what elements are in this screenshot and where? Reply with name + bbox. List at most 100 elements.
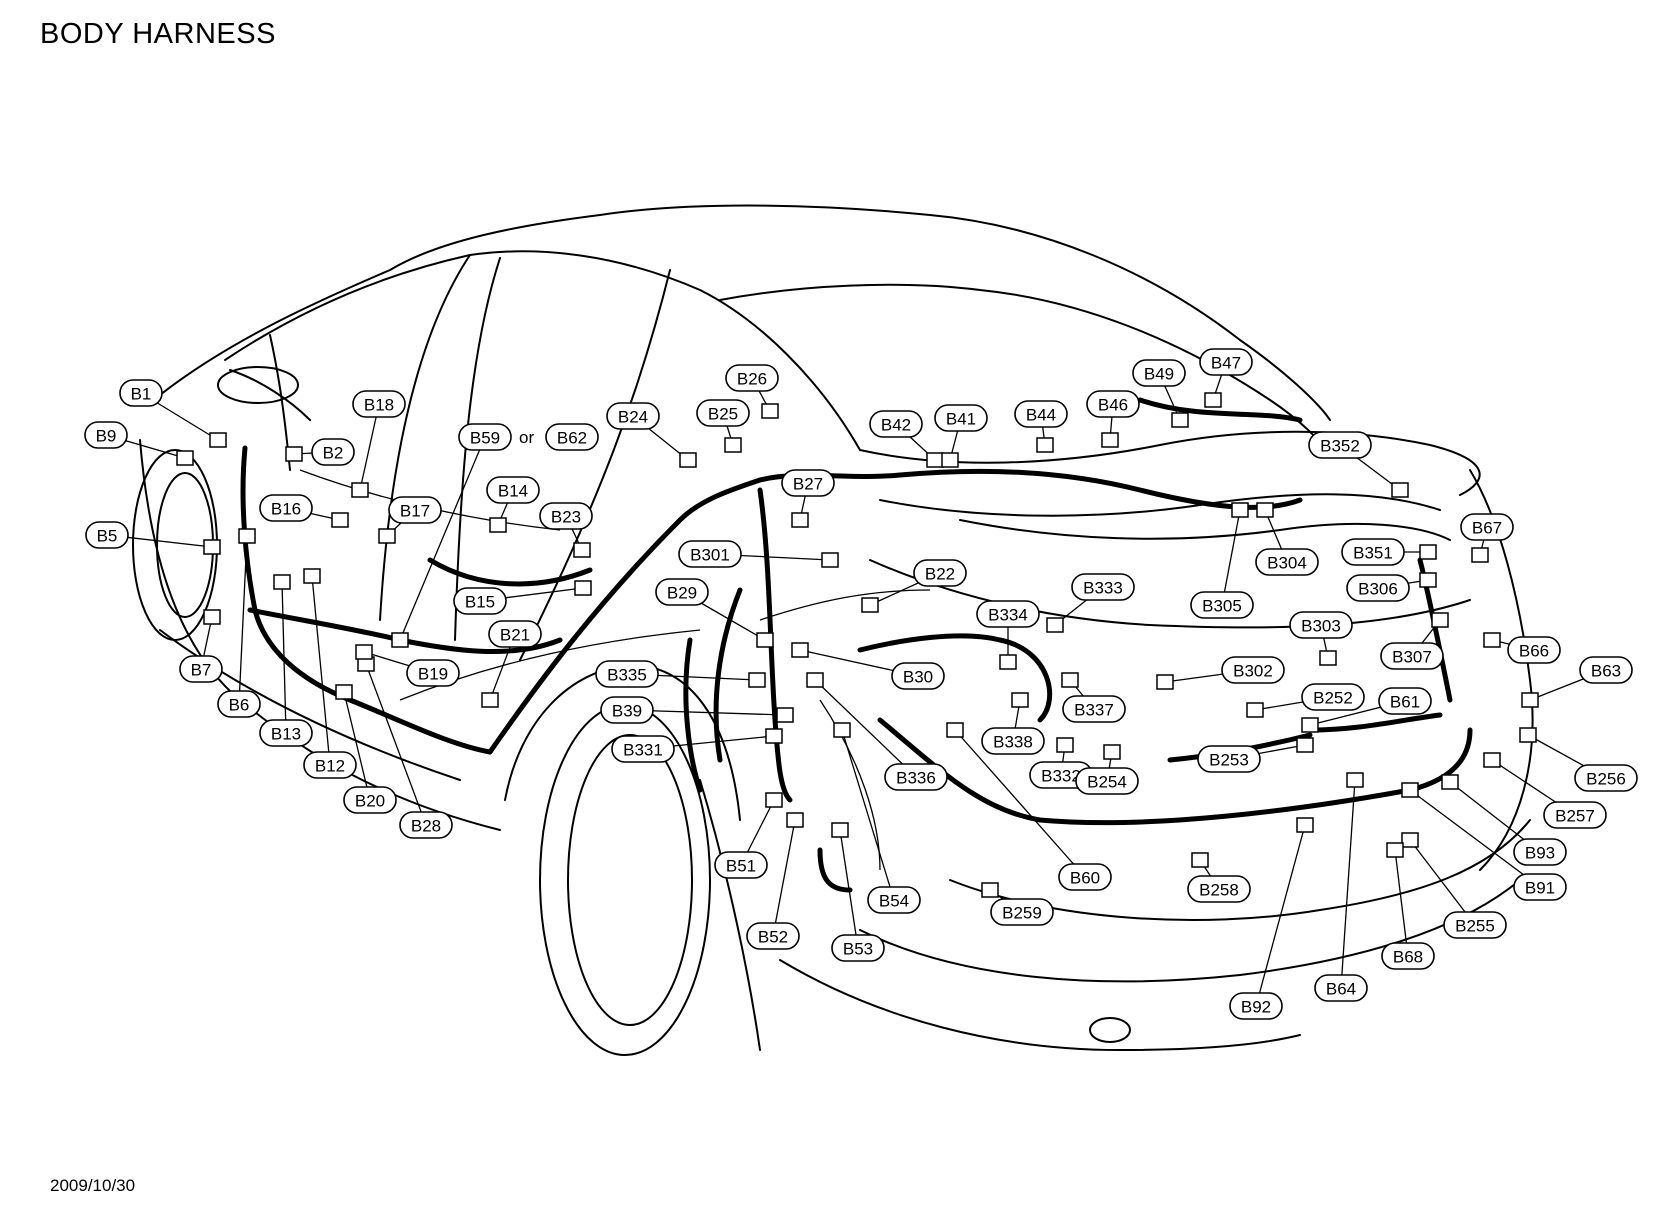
label-text-b30: B30: [903, 668, 933, 687]
label-b352: B352: [1308, 431, 1372, 459]
label-text-b17: B17: [400, 502, 430, 521]
label-text-b63: B63: [1591, 662, 1621, 681]
label-text-b252: B252: [1313, 689, 1353, 708]
label-text-b304: B304: [1267, 554, 1307, 573]
label-text-b42: B42: [881, 416, 911, 435]
label-b338: B338: [981, 727, 1045, 755]
label-text-b254: B254: [1087, 773, 1127, 792]
label-text-b303: B303: [1301, 617, 1341, 636]
label-b28: B28: [399, 811, 453, 839]
label-pill-b91: [1513, 873, 1567, 901]
label-text-b26: B26: [737, 370, 767, 389]
label-text-b5: B5: [97, 527, 118, 546]
leader-line-b52: [772, 819, 796, 937]
label-pill-b2: [311, 438, 355, 466]
label-text-b306: B306: [1358, 580, 1398, 599]
connector-b331: [765, 728, 783, 744]
label-b26: B26: [725, 364, 779, 392]
label-pill-b17: [388, 496, 442, 524]
label-b337: B337: [1062, 695, 1126, 723]
label-pill-b252: [1301, 683, 1365, 711]
label-b63: B63: [1579, 656, 1633, 684]
label-b351: B351: [1341, 538, 1405, 566]
connector-b44: [1036, 437, 1054, 453]
label-pill-b337: [1062, 695, 1126, 723]
label-b42: B42: [869, 410, 923, 438]
leader-line-b91: [1409, 789, 1541, 888]
label-pill-b305: [1190, 591, 1254, 619]
label-b92: B92: [1229, 992, 1283, 1020]
label-b25: B25: [696, 399, 750, 427]
connector-b20: [335, 684, 353, 700]
connector-b59: [391, 632, 409, 648]
label-text-b14: B14: [498, 482, 528, 501]
label-pill-b47: [1199, 348, 1253, 376]
connector-b16: [331, 512, 349, 528]
connector-b49: [1171, 412, 1189, 428]
connector-b302: [1156, 674, 1174, 690]
label-b303: B303: [1289, 611, 1353, 639]
label-text-b18: B18: [364, 396, 394, 415]
label-b18: B18: [352, 390, 406, 418]
label-b5: B5: [85, 521, 129, 549]
connector-b351: [1419, 544, 1437, 560]
label-b335: B335: [595, 660, 659, 688]
label-pill-b7: [179, 655, 223, 683]
label-b252: B252: [1301, 683, 1365, 711]
label-text-b29: B29: [667, 584, 697, 603]
label-pill-b64: [1314, 974, 1368, 1002]
leader-line-b59: [399, 436, 486, 641]
connector-b18: [351, 482, 369, 498]
label-pill-b307: [1380, 642, 1444, 670]
connector-b54: [833, 722, 851, 738]
connector-b66: [1483, 632, 1501, 648]
connector-b19: [355, 644, 373, 660]
label-pill-b42: [869, 410, 923, 438]
label-b20: B20: [343, 786, 397, 814]
connector-b42: [926, 452, 944, 468]
label-pill-b60: [1058, 863, 1112, 891]
label-pill-b338: [981, 727, 1045, 755]
connector-b68: [1386, 842, 1404, 858]
label-text-b301: B301: [690, 546, 730, 565]
label-pill-b30: [891, 662, 945, 690]
page-title: BODY HARNESS: [40, 18, 276, 50]
connector-b93: [1441, 774, 1459, 790]
label-b255: B255: [1443, 911, 1507, 939]
leader-line-b13: [281, 581, 287, 734]
label-b14: B14: [486, 476, 540, 504]
label-b2: B2: [311, 438, 355, 466]
label-pill-b18: [352, 390, 406, 418]
label-pill-b16: [259, 494, 313, 522]
connector-b21: [481, 692, 499, 708]
connector-b92: [1296, 817, 1314, 833]
label-text-b47: B47: [1211, 354, 1241, 373]
label-text-b54: B54: [879, 892, 909, 911]
label-pill-b15: [453, 587, 507, 615]
label-pill-b5: [85, 521, 129, 549]
label-text-b23: B23: [551, 508, 581, 527]
label-pill-b68: [1381, 942, 1435, 970]
label-pill-b22: [913, 559, 967, 587]
label-text-b61: B61: [1390, 693, 1420, 712]
label-text-b256: B256: [1586, 770, 1626, 789]
label-b6: B6: [217, 690, 261, 718]
label-b258: B258: [1187, 875, 1251, 903]
connector-b254: [1103, 744, 1121, 760]
label-b41: B41: [934, 404, 988, 432]
label-pill-b13: [259, 719, 313, 747]
connector-b25: [724, 437, 742, 453]
label-pill-b52: [746, 922, 800, 950]
label-pill-b302: [1221, 656, 1285, 684]
connector-b338: [1011, 692, 1029, 708]
label-text-b22: B22: [925, 565, 955, 584]
label-text-b91: B91: [1525, 879, 1555, 898]
connector-b7: [203, 609, 221, 625]
label-b30: B30: [891, 662, 945, 690]
connector-b22: [861, 597, 879, 613]
label-b17: B17: [388, 496, 442, 524]
label-text-b62: B62: [557, 429, 587, 448]
label-pill-b336: [884, 763, 948, 791]
label-text-b39: B39: [612, 702, 642, 721]
label-b54: B54: [867, 886, 921, 914]
